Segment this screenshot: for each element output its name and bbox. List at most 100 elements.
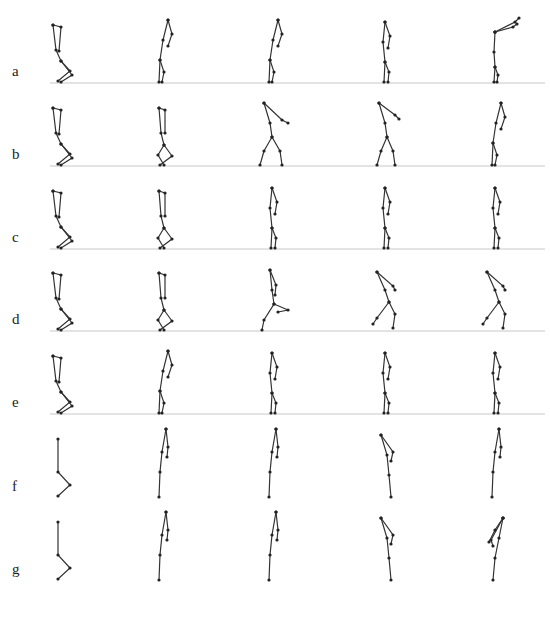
- limb-segment: [53, 25, 70, 81]
- joint-dot: [286, 121, 289, 124]
- joint-dot: [163, 273, 166, 276]
- ground-line: [50, 166, 545, 167]
- joint-dot: [59, 390, 62, 393]
- joint-dot: [51, 354, 54, 357]
- joint-dot: [51, 106, 54, 109]
- joint-dot: [162, 308, 165, 311]
- joint-dot: [387, 401, 390, 404]
- joint-dot: [267, 80, 270, 83]
- joint-dot: [157, 189, 160, 192]
- joint-dot: [54, 379, 57, 382]
- joint-dot: [162, 401, 165, 404]
- joint-dot: [270, 80, 273, 83]
- joint-dot: [59, 225, 62, 228]
- joint-dot: [497, 427, 500, 430]
- row-label: f: [12, 479, 17, 494]
- joint-dot: [159, 296, 162, 299]
- joint-dot: [59, 80, 62, 83]
- joint-dot: [59, 191, 62, 194]
- limb-segment: [377, 103, 387, 165]
- joint-dot: [157, 106, 160, 109]
- limb-segment: [491, 518, 503, 546]
- joint-dot: [386, 411, 389, 414]
- joint-dot: [170, 32, 173, 35]
- limb-segment: [58, 439, 70, 496]
- joint-dot: [375, 163, 378, 166]
- joint-dot: [383, 186, 386, 189]
- limb-segment: [494, 32, 495, 82]
- joint-dot: [158, 389, 161, 392]
- joint-dot: [59, 163, 62, 166]
- joint-dot: [491, 206, 494, 209]
- joint-dot: [276, 310, 279, 313]
- joint-dot: [485, 270, 488, 273]
- limb-segment: [276, 429, 278, 457]
- joint-dot: [68, 483, 71, 486]
- limb-segment: [495, 24, 517, 32]
- joint-dot: [503, 115, 506, 118]
- joint-dot: [166, 18, 169, 21]
- limb-segment: [487, 272, 505, 290]
- joint-dot: [387, 70, 390, 73]
- joint-dot: [272, 70, 275, 73]
- joint-dot: [389, 578, 392, 581]
- limb-segment: [61, 227, 72, 248]
- joint-dot: [270, 351, 273, 354]
- joint-dot: [383, 391, 386, 394]
- ground-line: [50, 83, 545, 84]
- joint-dot: [270, 288, 273, 291]
- joint-dot: [386, 80, 389, 83]
- joint-dot: [166, 375, 169, 378]
- joint-dot: [70, 156, 73, 159]
- joint-dot: [161, 38, 164, 41]
- joint-dot: [268, 206, 271, 209]
- row-label: b: [12, 147, 20, 162]
- limb-segment: [377, 272, 395, 290]
- joint-dot: [389, 495, 392, 498]
- joint-dot: [493, 391, 496, 394]
- joint-dot: [268, 268, 271, 271]
- joint-dot: [388, 200, 391, 203]
- joint-dot: [389, 542, 392, 545]
- joint-dot: [158, 328, 161, 331]
- joint-dot: [157, 578, 160, 581]
- joint-dot: [156, 153, 159, 156]
- joint-dot: [162, 308, 165, 311]
- joint-dot: [280, 32, 283, 35]
- joint-dot: [490, 495, 493, 498]
- joint-dot: [164, 427, 167, 430]
- joint-dot: [275, 200, 278, 203]
- joint-dot: [268, 553, 271, 556]
- joint-dot: [274, 236, 277, 239]
- joint-dot: [59, 356, 62, 359]
- joint-dot: [158, 58, 161, 61]
- joint-dot: [158, 246, 161, 249]
- joint-dot: [166, 528, 169, 531]
- joint-dot: [496, 411, 499, 414]
- limb-segment: [53, 191, 61, 217]
- joint-dot: [57, 49, 60, 52]
- joint-dot: [493, 30, 496, 33]
- limb-segment: [489, 518, 503, 542]
- joint-dot: [385, 135, 388, 138]
- joint-dot: [375, 270, 378, 273]
- joint-dot: [499, 101, 502, 104]
- joint-dot: [387, 473, 390, 476]
- joint-dot: [517, 16, 520, 19]
- joint-dot: [485, 316, 488, 319]
- joint-dot: [391, 533, 394, 536]
- joint-dot: [375, 270, 378, 273]
- joint-dot: [262, 101, 265, 104]
- joint-dot: [59, 307, 62, 310]
- limb-segment: [379, 103, 399, 119]
- joint-dot: [56, 410, 59, 413]
- limb-segment: [158, 108, 164, 165]
- joint-dot: [393, 312, 396, 315]
- joint-dot: [493, 351, 496, 354]
- joint-dot: [270, 533, 273, 536]
- joint-dot: [162, 143, 165, 146]
- joint-dot: [286, 308, 289, 311]
- limb-segment: [262, 270, 274, 330]
- joint-dot: [269, 411, 272, 414]
- limb-segment: [383, 188, 385, 248]
